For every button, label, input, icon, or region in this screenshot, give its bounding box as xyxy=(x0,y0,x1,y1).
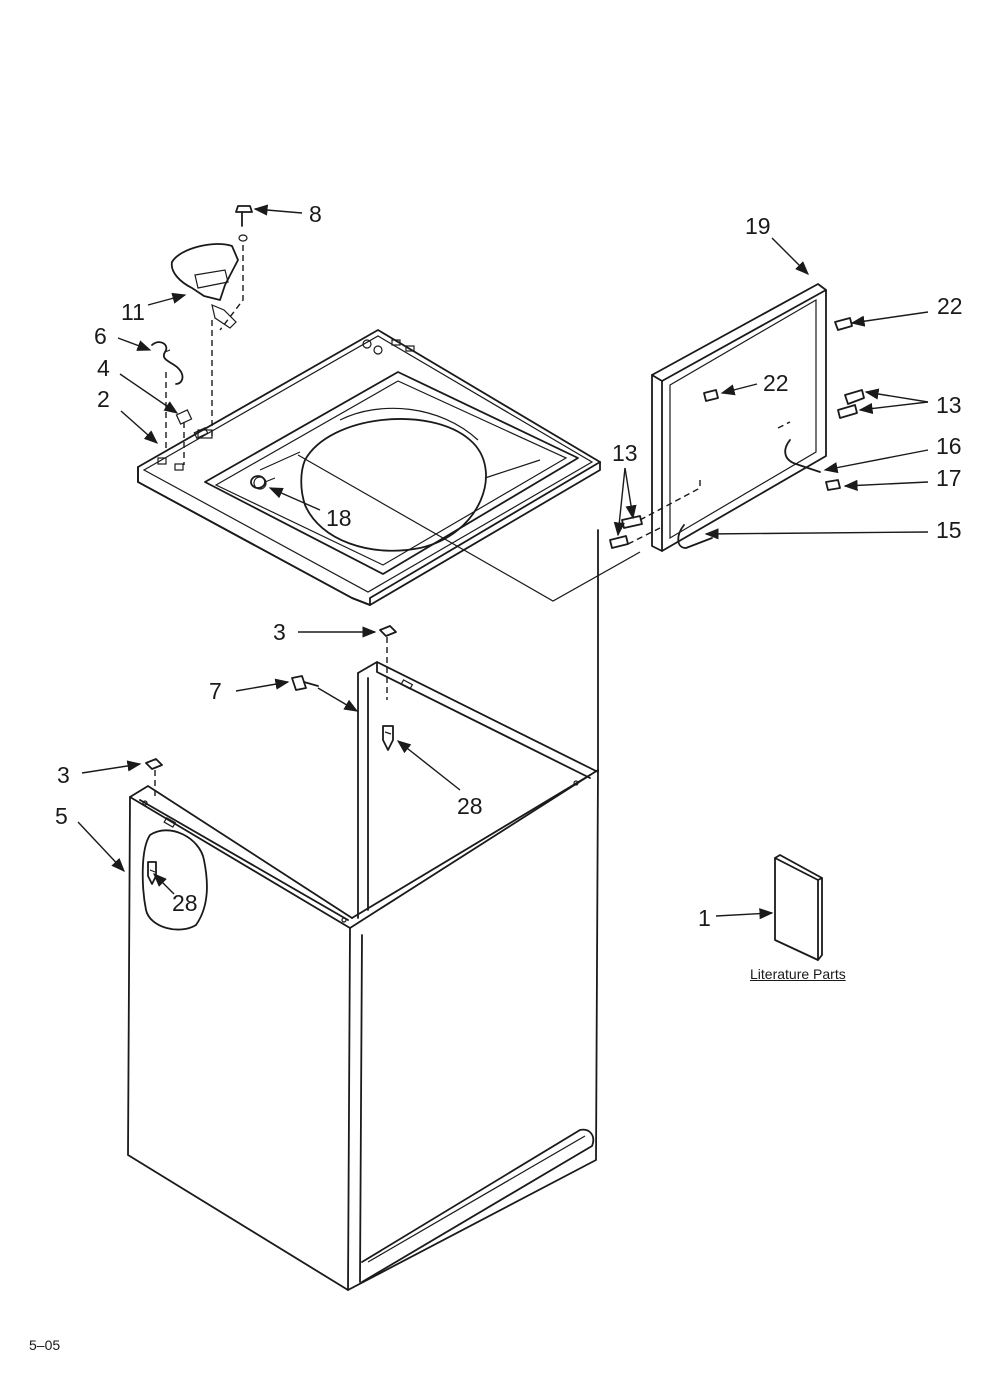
callout-22-left: 22 xyxy=(763,370,789,396)
lid-leader-line xyxy=(297,454,641,602)
lid-bumper xyxy=(250,475,276,489)
callout-28-left: 28 xyxy=(172,890,198,916)
callout-16: 16 xyxy=(936,433,962,459)
washer-cabinet xyxy=(127,661,599,1291)
callout-13-left: 13 xyxy=(612,440,638,466)
switch-assembly xyxy=(151,205,253,465)
callout-5: 5 xyxy=(55,803,68,829)
callout-19: 19 xyxy=(745,213,771,239)
callout-13-right: 13 xyxy=(936,392,962,418)
literature-parts-caption: Literature Parts xyxy=(750,966,846,982)
callout-2: 2 xyxy=(97,386,110,412)
cabinet-hardware xyxy=(145,625,397,800)
cabinet-cutaway xyxy=(141,829,208,931)
callout-4: 4 xyxy=(97,355,110,381)
callout-1: 1 xyxy=(698,905,711,931)
callout-11: 11 xyxy=(121,299,145,325)
callout-leaders xyxy=(77,204,929,920)
callout-6: 6 xyxy=(94,323,107,349)
callout-28-center: 28 xyxy=(457,793,483,819)
washer-lid xyxy=(609,283,865,552)
washer-top-panel xyxy=(137,329,601,606)
callout-17: 17 xyxy=(936,465,962,491)
callout-22-right: 22 xyxy=(937,293,963,319)
page-code: 5–05 xyxy=(29,1337,61,1353)
callout-3-top: 3 xyxy=(273,619,286,645)
callout-7: 7 xyxy=(209,678,222,704)
callout-8: 8 xyxy=(309,201,322,227)
callout-3-left: 3 xyxy=(57,762,70,788)
callout-18: 18 xyxy=(326,505,352,531)
callout-15: 15 xyxy=(936,517,962,543)
literature-packet xyxy=(774,854,823,961)
